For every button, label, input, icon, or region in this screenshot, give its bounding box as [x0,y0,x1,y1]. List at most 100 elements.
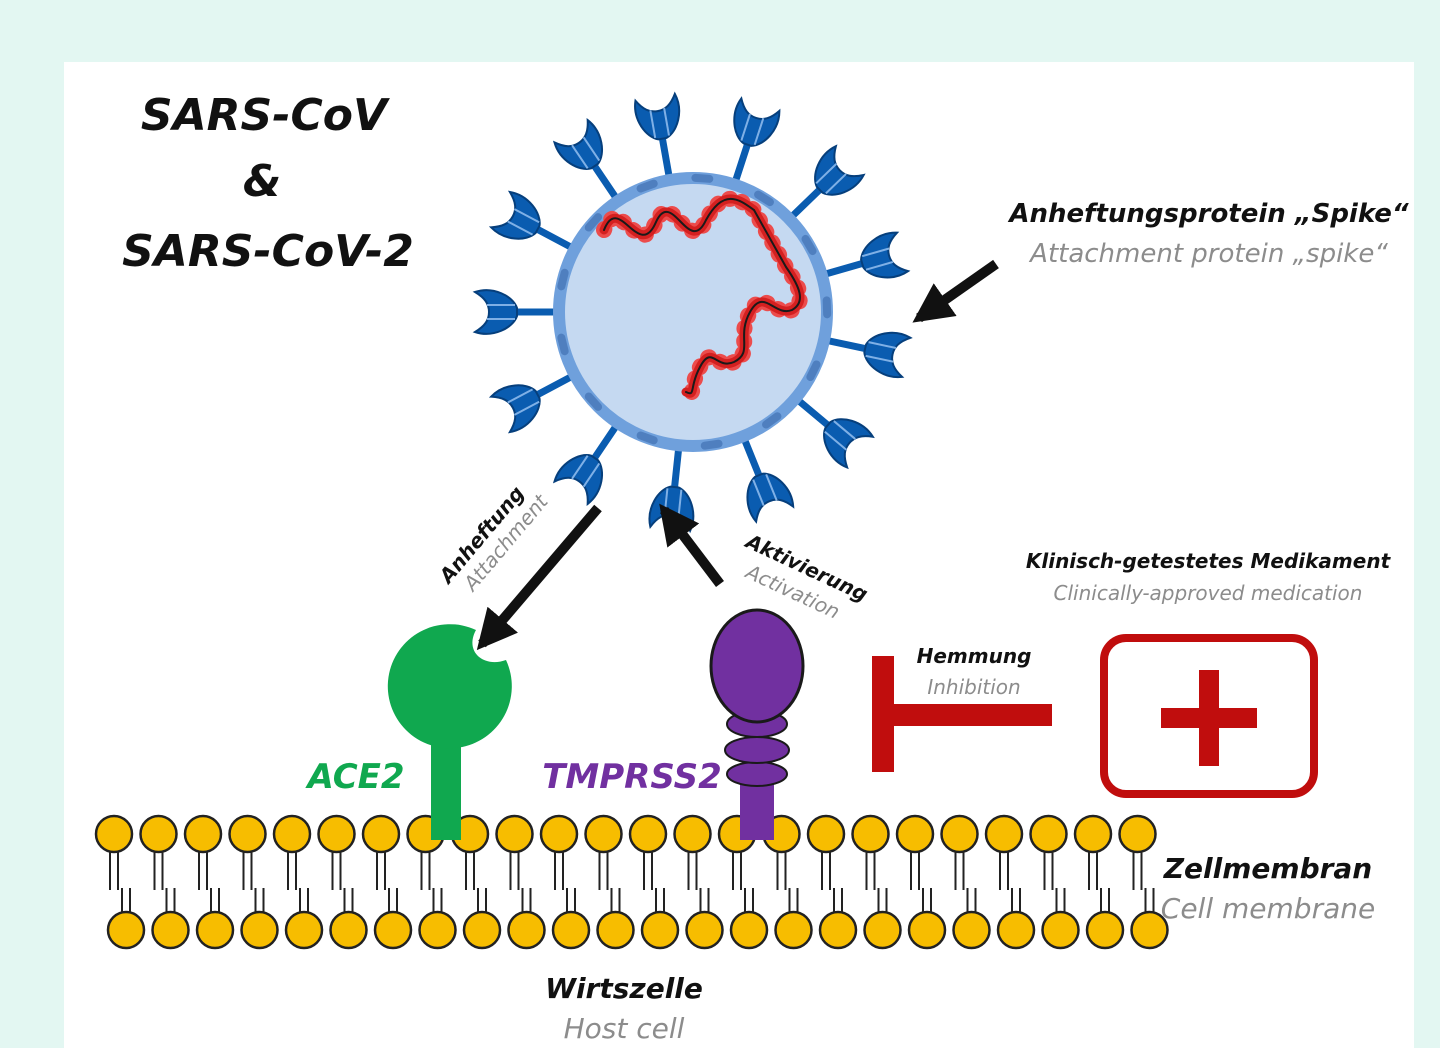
spike-head-line [582,136,601,162]
inhibition-bar-icon: Hemmung Inhibition [872,644,1052,772]
tmprss2-ring-2 [724,736,790,764]
lipid-head [984,814,1024,854]
envelope-protein [762,412,782,429]
spike-protein [729,96,781,194]
spike-head-line [815,163,838,185]
medication-annotation: Klinisch-getestetes Medikament Clinicall… [1026,549,1392,605]
spike-head [488,190,541,240]
spike-head [823,418,875,470]
spike-head-line [825,173,847,195]
lipid-head [729,910,769,950]
spike-protein [812,231,911,281]
spike-protein [737,427,795,524]
lipid-head [183,814,223,854]
spike-head-line [740,113,751,141]
spike-head-line [765,474,778,501]
lipid-head [151,910,190,950]
lipid-head [361,814,401,854]
tmprss2-head [709,608,805,724]
spike-head-shape [634,91,681,141]
envelope-protein [754,190,774,207]
lipid-head [373,910,413,950]
envelope-protein [801,234,817,256]
envelope-protein [584,392,603,411]
medication-label-de: Klinisch-getestetes Medikament [1026,549,1392,573]
ace2-stalk [431,740,461,840]
lipid-head [106,910,146,950]
lipid-head [907,910,947,950]
host-cell-label-de: Wirtszelle [545,972,703,1005]
lipid-head [139,814,178,854]
lipid-head [228,814,267,854]
spike-head [746,472,795,524]
membrane-annotation: Zellmembran Cell membrane [1161,852,1375,925]
spike-head-line [833,420,856,440]
lipid-head [240,910,279,950]
spike-label-en: Attachment protein „spike“ [1028,239,1388,269]
spike-head-line [861,247,890,258]
spike-head-line [571,144,589,169]
spike-protein [552,117,625,210]
medication-label-en: Clinically-approved medication [1054,581,1363,605]
spike-head-shape [488,190,541,240]
lipid-head [1130,910,1169,950]
lipid-head [640,910,680,950]
spike-protein [634,91,681,190]
lipid-head [272,814,312,854]
lipid-head [462,910,502,950]
envelope-protein [700,439,723,450]
spike-head-line [753,117,765,146]
viral-rna [596,190,808,402]
spike-head-line [663,107,670,136]
lipid-head [952,910,991,950]
envelope-protein [557,268,569,291]
lipid-head [851,814,890,854]
title-line-1: SARS-CoV [141,90,390,141]
spike-head-line [865,354,894,363]
spike-head-line [865,260,894,271]
spike-head-line [513,400,540,416]
envelope-protein [636,179,658,193]
spike-head-line [868,341,897,349]
envelope-proteins [557,173,832,450]
spike-head-line [752,479,765,506]
activation-arrow [659,503,724,588]
spike-head-shape [472,289,518,335]
attachment-annotation: Anheftung Attachment [433,481,602,651]
lipid-head [685,910,724,950]
activation-annotation: Aktivierung Activation [659,503,872,624]
spike-head [472,289,518,335]
membrane-label-en: Cell membrane [1161,892,1375,925]
spike-head-shape [733,96,781,147]
spike-head-shape [552,117,604,170]
spike-protein [488,368,584,434]
spike-head [860,231,911,279]
spike-head-shape [552,454,604,507]
lipid-head [284,910,324,950]
spike-head [488,384,541,434]
lipid-head [94,814,134,854]
spike-protein [814,331,913,378]
envelope-protein [806,360,821,382]
spike-head [814,144,866,196]
lipid-head [317,814,356,854]
envelope-protein [822,296,832,319]
host-cell-label-en: Host cell [564,1012,685,1045]
lipid-head [806,814,846,854]
lipid-head [818,910,858,950]
lipid-head [996,910,1036,950]
lipid-head [495,814,534,854]
spike-head [863,331,913,378]
spike-protein [488,190,584,256]
tmprss2-stalk [740,778,774,840]
attachment-arrow [476,504,602,651]
lipid-head [507,910,546,950]
lipid-head [329,910,368,950]
lipid-head [418,910,457,950]
tmprss2-ring-3 [726,761,788,787]
lipid-head [940,814,979,854]
lipid-head [1118,814,1157,854]
inhibition-label-de: Hemmung [917,644,1032,668]
spike-protein [552,414,625,507]
tmprss2-protease: TMPRSS2 [542,608,805,840]
